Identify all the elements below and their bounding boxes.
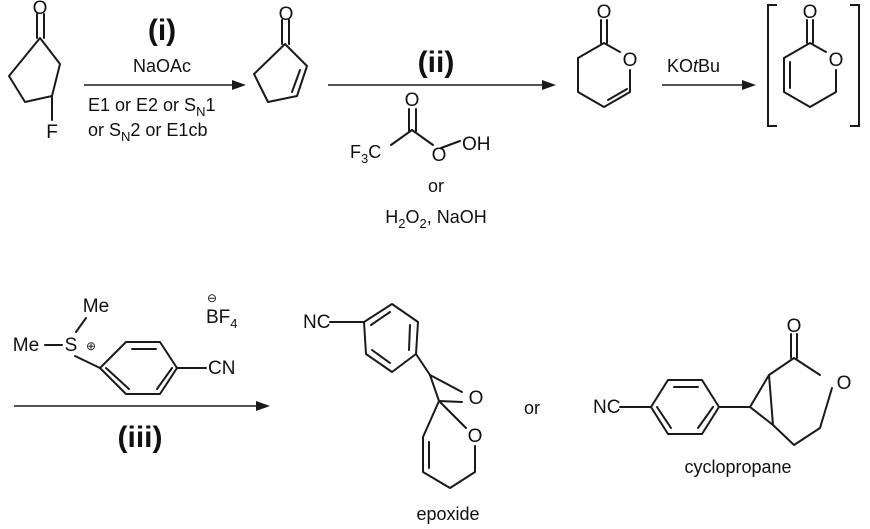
fluorine-atom: F bbox=[46, 122, 58, 143]
bracketed-lactone: O O bbox=[767, 2, 860, 127]
unsaturated-lactone: O O bbox=[577, 2, 638, 108]
methyl-left: Me bbox=[13, 335, 39, 356]
tetrafluoroborate: BF4 bbox=[206, 307, 238, 331]
sulfonium-reagent: Me Me S ⊕ CN ⊖ BF4 bbox=[13, 291, 238, 395]
step-label-iii: (iii) bbox=[118, 421, 163, 454]
lactone-carbonyl-oxygen: O bbox=[597, 2, 612, 23]
pyran-oxygen: O bbox=[468, 426, 483, 447]
mechanism-line-1: E1 or E2 or SN1 bbox=[88, 95, 215, 119]
peroxy-oxygen: O bbox=[432, 145, 447, 166]
ketone-oxygen: O bbox=[33, 0, 48, 19]
reagent-h2o2-naoh: H2O2, NaOH bbox=[385, 207, 487, 231]
mechanism-line-2: or SN2 or E1cb bbox=[88, 120, 207, 144]
arrow-step-ii: (ii) O F3C O OH or H2O2, NaOH bbox=[328, 46, 556, 231]
cyclopentenone: O bbox=[253, 4, 308, 103]
arrow-step-iii: (iii) bbox=[14, 401, 270, 454]
nitrile-group: CN bbox=[208, 358, 235, 379]
nitrile-nc-epoxide: NC bbox=[303, 312, 330, 333]
epoxide-oxygen: O bbox=[469, 388, 484, 409]
methyl-top: Me bbox=[83, 296, 109, 317]
trifluoromethyl-group: F3C bbox=[350, 142, 381, 166]
enone-oxygen: O bbox=[279, 4, 294, 25]
or-separator: or bbox=[524, 398, 540, 418]
or-text: or bbox=[428, 176, 444, 196]
cyclopropane-product: NC O O bbox=[593, 316, 852, 446]
hydroxyl-group: OH bbox=[462, 134, 491, 155]
bracketed-carbonyl-oxygen: O bbox=[803, 2, 818, 23]
negative-charge: ⊖ bbox=[207, 291, 217, 305]
caption-epoxide: epoxide bbox=[416, 504, 479, 524]
step-label-ii: (ii) bbox=[418, 46, 455, 79]
bracketed-ring-oxygen: O bbox=[829, 50, 844, 71]
arrow-step-i: (i) NaOAc E1 or E2 or SN1 or SN2 or E1cb bbox=[84, 14, 246, 144]
sulfur-atom: S bbox=[65, 335, 78, 356]
step-label-i: (i) bbox=[148, 14, 176, 47]
reagent-naoac: NaOAc bbox=[133, 56, 191, 76]
cyclopropane-ring-oxygen: O bbox=[837, 373, 852, 394]
caption-cyclopropane: cyclopropane bbox=[684, 457, 791, 477]
lactone-ring-oxygen: O bbox=[623, 50, 638, 71]
positive-charge: ⊕ bbox=[86, 339, 96, 353]
cyclopropane-carbonyl-oxygen: O bbox=[787, 316, 802, 337]
nitrile-nc-cyclopropane: NC bbox=[593, 397, 620, 418]
epoxide-product: NC O O bbox=[303, 303, 484, 489]
reagent-kotbu: KOtBu bbox=[667, 56, 720, 76]
tfpaa-structure: O F3C O OH bbox=[350, 90, 491, 166]
fluorocyclopentanone: O F bbox=[8, 0, 61, 143]
arrow-kotbu: KOtBu bbox=[662, 56, 756, 90]
carbonyl-oxygen: O bbox=[405, 90, 420, 111]
